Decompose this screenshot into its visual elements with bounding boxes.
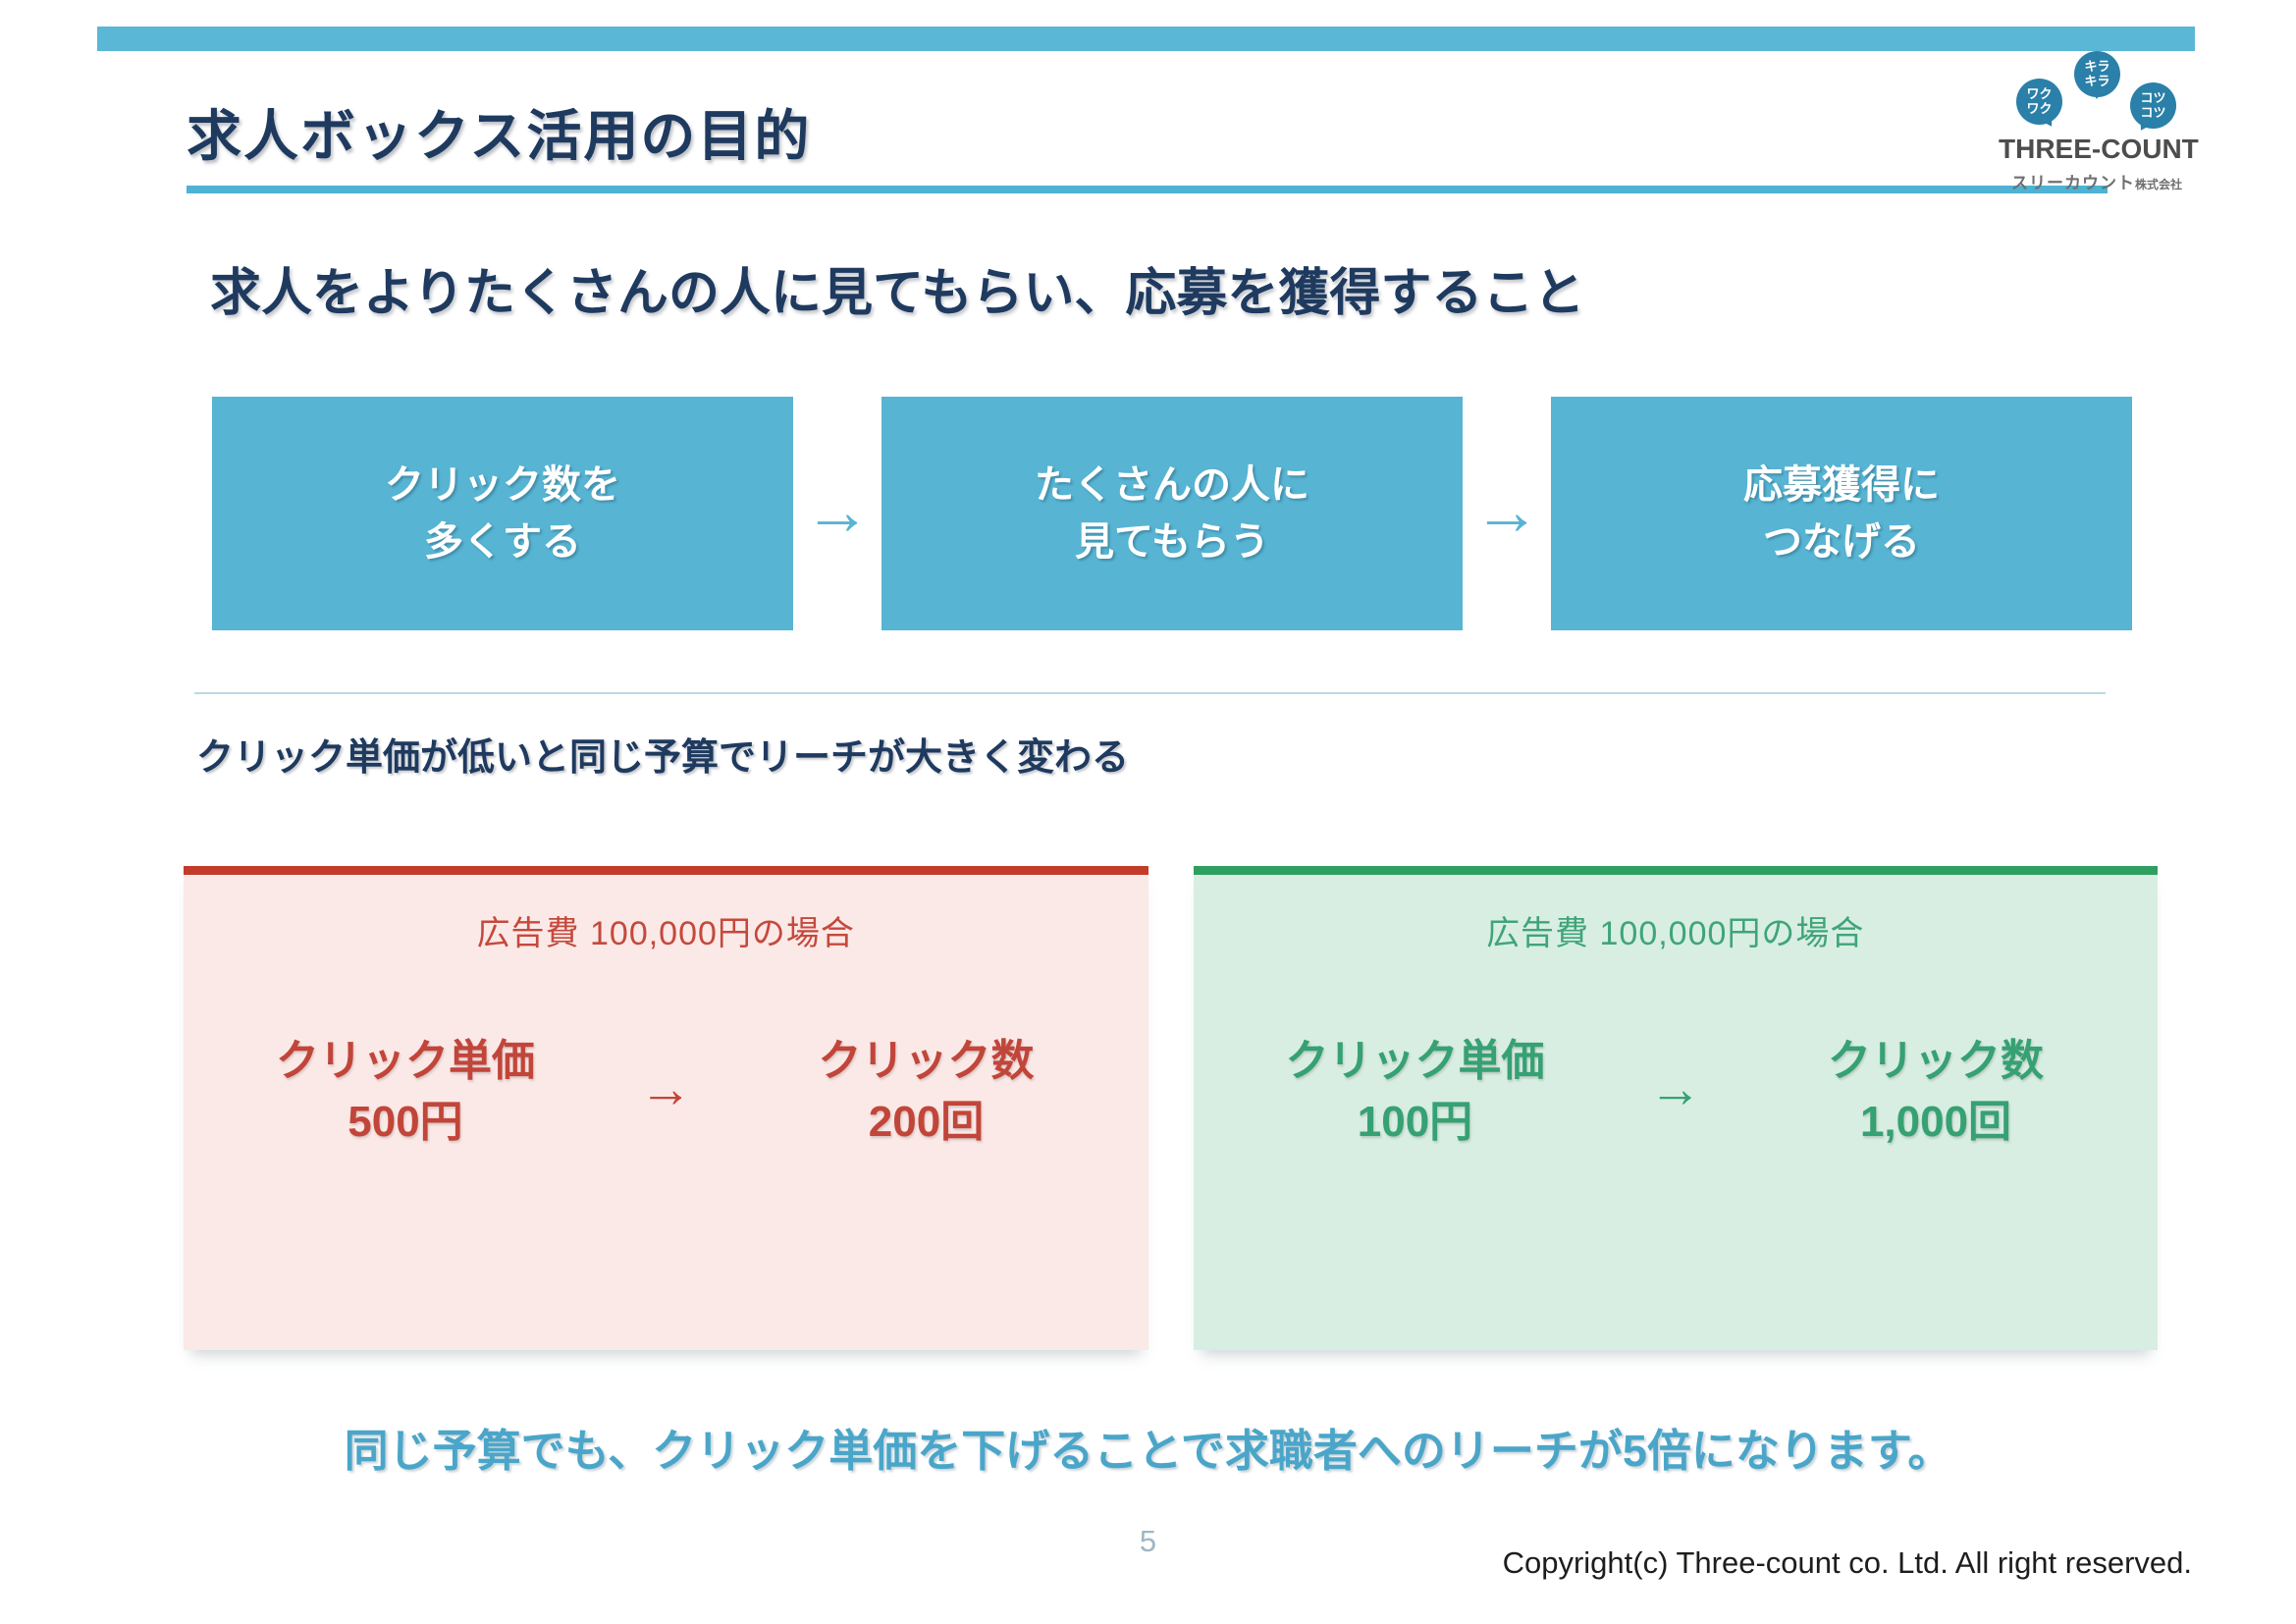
page-number: 5: [1139, 1524, 1157, 1558]
panel-high-cpc: 広告費 100,000円の場合 クリック単価 500円 → クリック数 200回: [184, 866, 1148, 1350]
bubble-tail: [2040, 113, 2061, 136]
cpc-value: 100円: [1357, 1097, 1473, 1146]
flow-step-views: たくさんの人に 見てもらう: [881, 397, 1463, 630]
cpc-label: クリック単価: [275, 1037, 535, 1085]
clicks-block: クリック数 200回: [733, 1031, 1119, 1152]
clicks-value: 200回: [868, 1097, 985, 1146]
top-accent-bar: [97, 27, 2195, 51]
flow-arrow-icon: →: [1473, 474, 1540, 549]
flow-diagram: クリック数を 多くする → たくさんの人に 見てもらう → 応募獲得に つなげる: [212, 397, 2132, 630]
bubble-tail: [2090, 88, 2104, 106]
flow-step-line: 応募獲得に: [1743, 463, 1940, 507]
company-logo: ワク ワク キラ キラ コツ コツ THREE-COUNT スリーカウント株式会…: [1999, 45, 2199, 193]
panel-content-row: クリック単価 100円 → クリック数 1,000回: [1194, 1031, 2159, 1152]
flow-step-line: 多くする: [424, 520, 581, 564]
comparison-heading: クリック単価が低いと同じ予算でリーチが大きく変わる: [196, 737, 1130, 779]
flow-step-line: たくさんの人に: [1035, 463, 1309, 507]
page-title: 求人ボックス活用の目的: [187, 105, 812, 167]
flow-step-line: 見てもらう: [1075, 520, 1269, 564]
bubble-text-line: ワク: [2026, 100, 2053, 116]
clicks-label: クリック数: [1828, 1037, 2045, 1085]
flow-arrow-icon: →: [804, 474, 871, 549]
clicks-label: クリック数: [818, 1037, 1035, 1085]
speech-bubble-icon: キラ キラ: [2074, 51, 2120, 99]
company-name-jp-main: スリーカウント: [2010, 174, 2135, 192]
bubble-text-line: ワク: [2026, 85, 2053, 101]
panel-low-cpc: 広告費 100,000円の場合 クリック単価 100円 → クリック数 1,00…: [1193, 866, 2159, 1350]
cpc-block: クリック単価 100円: [1222, 1031, 1608, 1152]
bubble-text-line: コツ: [2140, 104, 2166, 120]
flow-step-clicks: クリック数を 多くする: [212, 397, 793, 630]
panel-content-row: クリック単価 500円 → クリック数 200回: [184, 1031, 1148, 1152]
company-name-en: THREE-COUNT: [1999, 134, 2199, 164]
bubble-text-line: キラ: [2084, 58, 2110, 74]
panel-arrow-icon: →: [639, 1058, 693, 1118]
section-divider: [194, 692, 2106, 694]
slide-subtitle: 求人をよりたくさんの人に見てもらい、応募を獲得すること: [210, 265, 1585, 322]
panel-header: 広告費 100,000円の場合: [476, 915, 855, 952]
cpc-label: クリック単価: [1285, 1037, 1545, 1085]
speech-bubble-icon: コツ コツ: [2130, 82, 2176, 140]
bubble-text-line: コツ: [2140, 89, 2166, 105]
cpc-value: 500円: [347, 1097, 463, 1146]
flow-step-applications: 応募獲得に つなげる: [1551, 397, 2132, 630]
flow-step-line: つなげる: [1763, 520, 1920, 564]
title-underline: [187, 186, 2108, 193]
cpc-block: クリック単価 500円: [212, 1031, 598, 1152]
speech-bubble-icon: ワク ワク: [2016, 79, 2062, 136]
conclusion-text: 同じ予算でも、クリック単価を下げることで求職者へのリーチが5倍になります。: [344, 1426, 1952, 1476]
clicks-block: クリック数 1,000回: [1743, 1031, 2129, 1152]
flow-step-line: クリック数を: [385, 463, 620, 507]
clicks-value: 1,000回: [1859, 1097, 2012, 1146]
bubble-text-line: キラ: [2084, 73, 2110, 88]
comparison-panels: 広告費 100,000円の場合 クリック単価 500円 → クリック数 200回…: [184, 866, 2158, 1350]
copyright-text: Copyright(c) Three-count co. Ltd. All ri…: [1502, 1545, 2192, 1580]
panel-header: 広告費 100,000円の場合: [1486, 915, 1865, 952]
panel-arrow-icon: →: [1648, 1058, 1702, 1118]
company-name-jp-suffix: 株式会社: [2134, 178, 2182, 191]
company-name-jp: スリーカウント株式会社: [1999, 169, 2195, 193]
